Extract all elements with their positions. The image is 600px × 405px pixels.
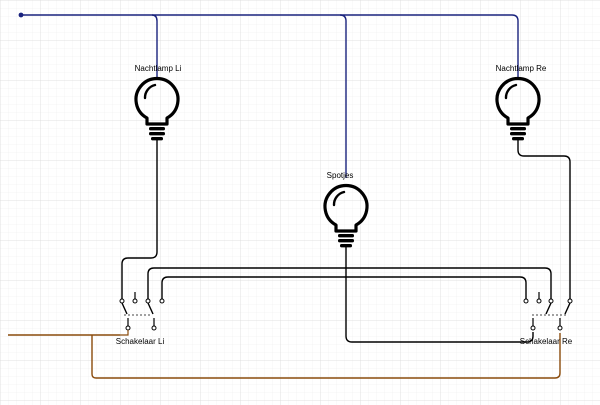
switch-left-label: Schakelaar Li <box>116 337 165 346</box>
lamp-center-label: Spotjes <box>327 171 354 180</box>
lamp-right-label: Nachtlamp Re <box>496 64 547 73</box>
lamp-right: Nachtlamp Re <box>495 64 547 142</box>
lamp-center: Spotjes <box>323 171 369 249</box>
neutral-wire <box>22 14 519 178</box>
lamp-left-label: Nachtlamp Li <box>135 64 182 73</box>
switch-left-contacts <box>119 292 165 336</box>
switch-right-label: Schakelaar Re <box>520 337 573 346</box>
switch-wires <box>121 140 571 343</box>
supply-terminal-dot <box>18 12 24 18</box>
live-wire <box>8 333 561 379</box>
switch-right-contacts <box>523 292 573 331</box>
lamp-left: Nachtlamp Li <box>134 64 182 142</box>
